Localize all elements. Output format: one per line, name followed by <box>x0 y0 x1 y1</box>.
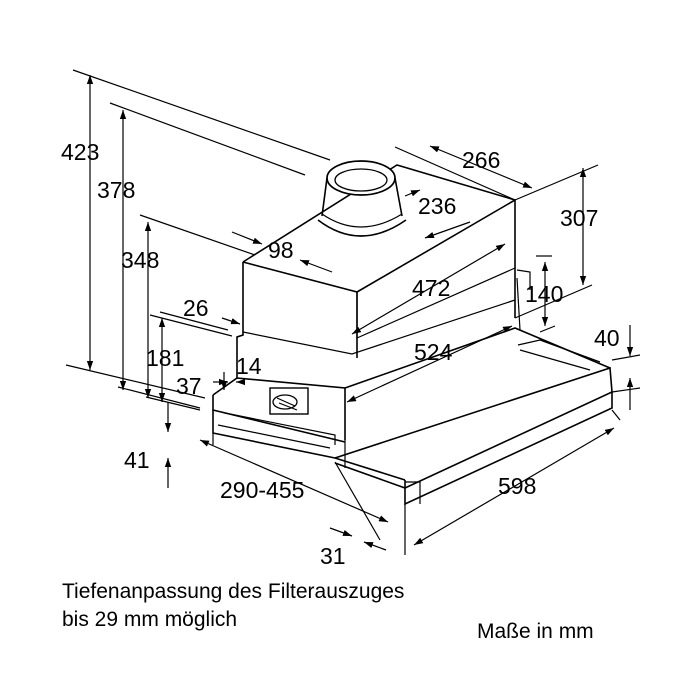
dim-98: 98 <box>268 237 294 263</box>
dim-423: 423 <box>61 139 99 165</box>
dimension-lines <box>86 75 634 551</box>
dim-472: 472 <box>412 275 450 301</box>
dim-37: 37 <box>176 373 202 399</box>
dim-598: 598 <box>498 473 536 499</box>
dim-41: 41 <box>124 447 150 473</box>
dim-40: 40 <box>594 325 620 351</box>
units-label: Maße in mm <box>477 620 594 643</box>
dim-378: 378 <box>97 177 135 203</box>
dimension-labels: 423 378 348 181 26 14 37 41 98 266 236 3… <box>61 139 620 569</box>
dim-348: 348 <box>121 247 159 273</box>
dim-140: 140 <box>525 281 563 307</box>
dim-307: 307 <box>560 205 598 231</box>
dim-236: 236 <box>418 193 456 219</box>
control-switch <box>269 387 309 415</box>
exhaust-spigot <box>317 160 407 237</box>
dim-266: 266 <box>462 147 500 173</box>
dim-31: 31 <box>320 543 346 569</box>
dim-181: 181 <box>146 345 184 371</box>
note-line-1: Tiefenanpassung des Filterauszuges <box>62 580 405 603</box>
extension-lines <box>65 69 641 555</box>
note-line-2: bis 29 mm möglich <box>62 608 238 631</box>
dim-14: 14 <box>236 353 262 379</box>
depth-adjustment-note: Tiefenanpassung des Filterauszuges bis 2… <box>62 578 404 634</box>
dim-290-455: 290-455 <box>220 477 304 503</box>
dim-524: 524 <box>414 339 453 365</box>
hood-outline <box>212 164 613 506</box>
dim-26: 26 <box>183 295 209 321</box>
